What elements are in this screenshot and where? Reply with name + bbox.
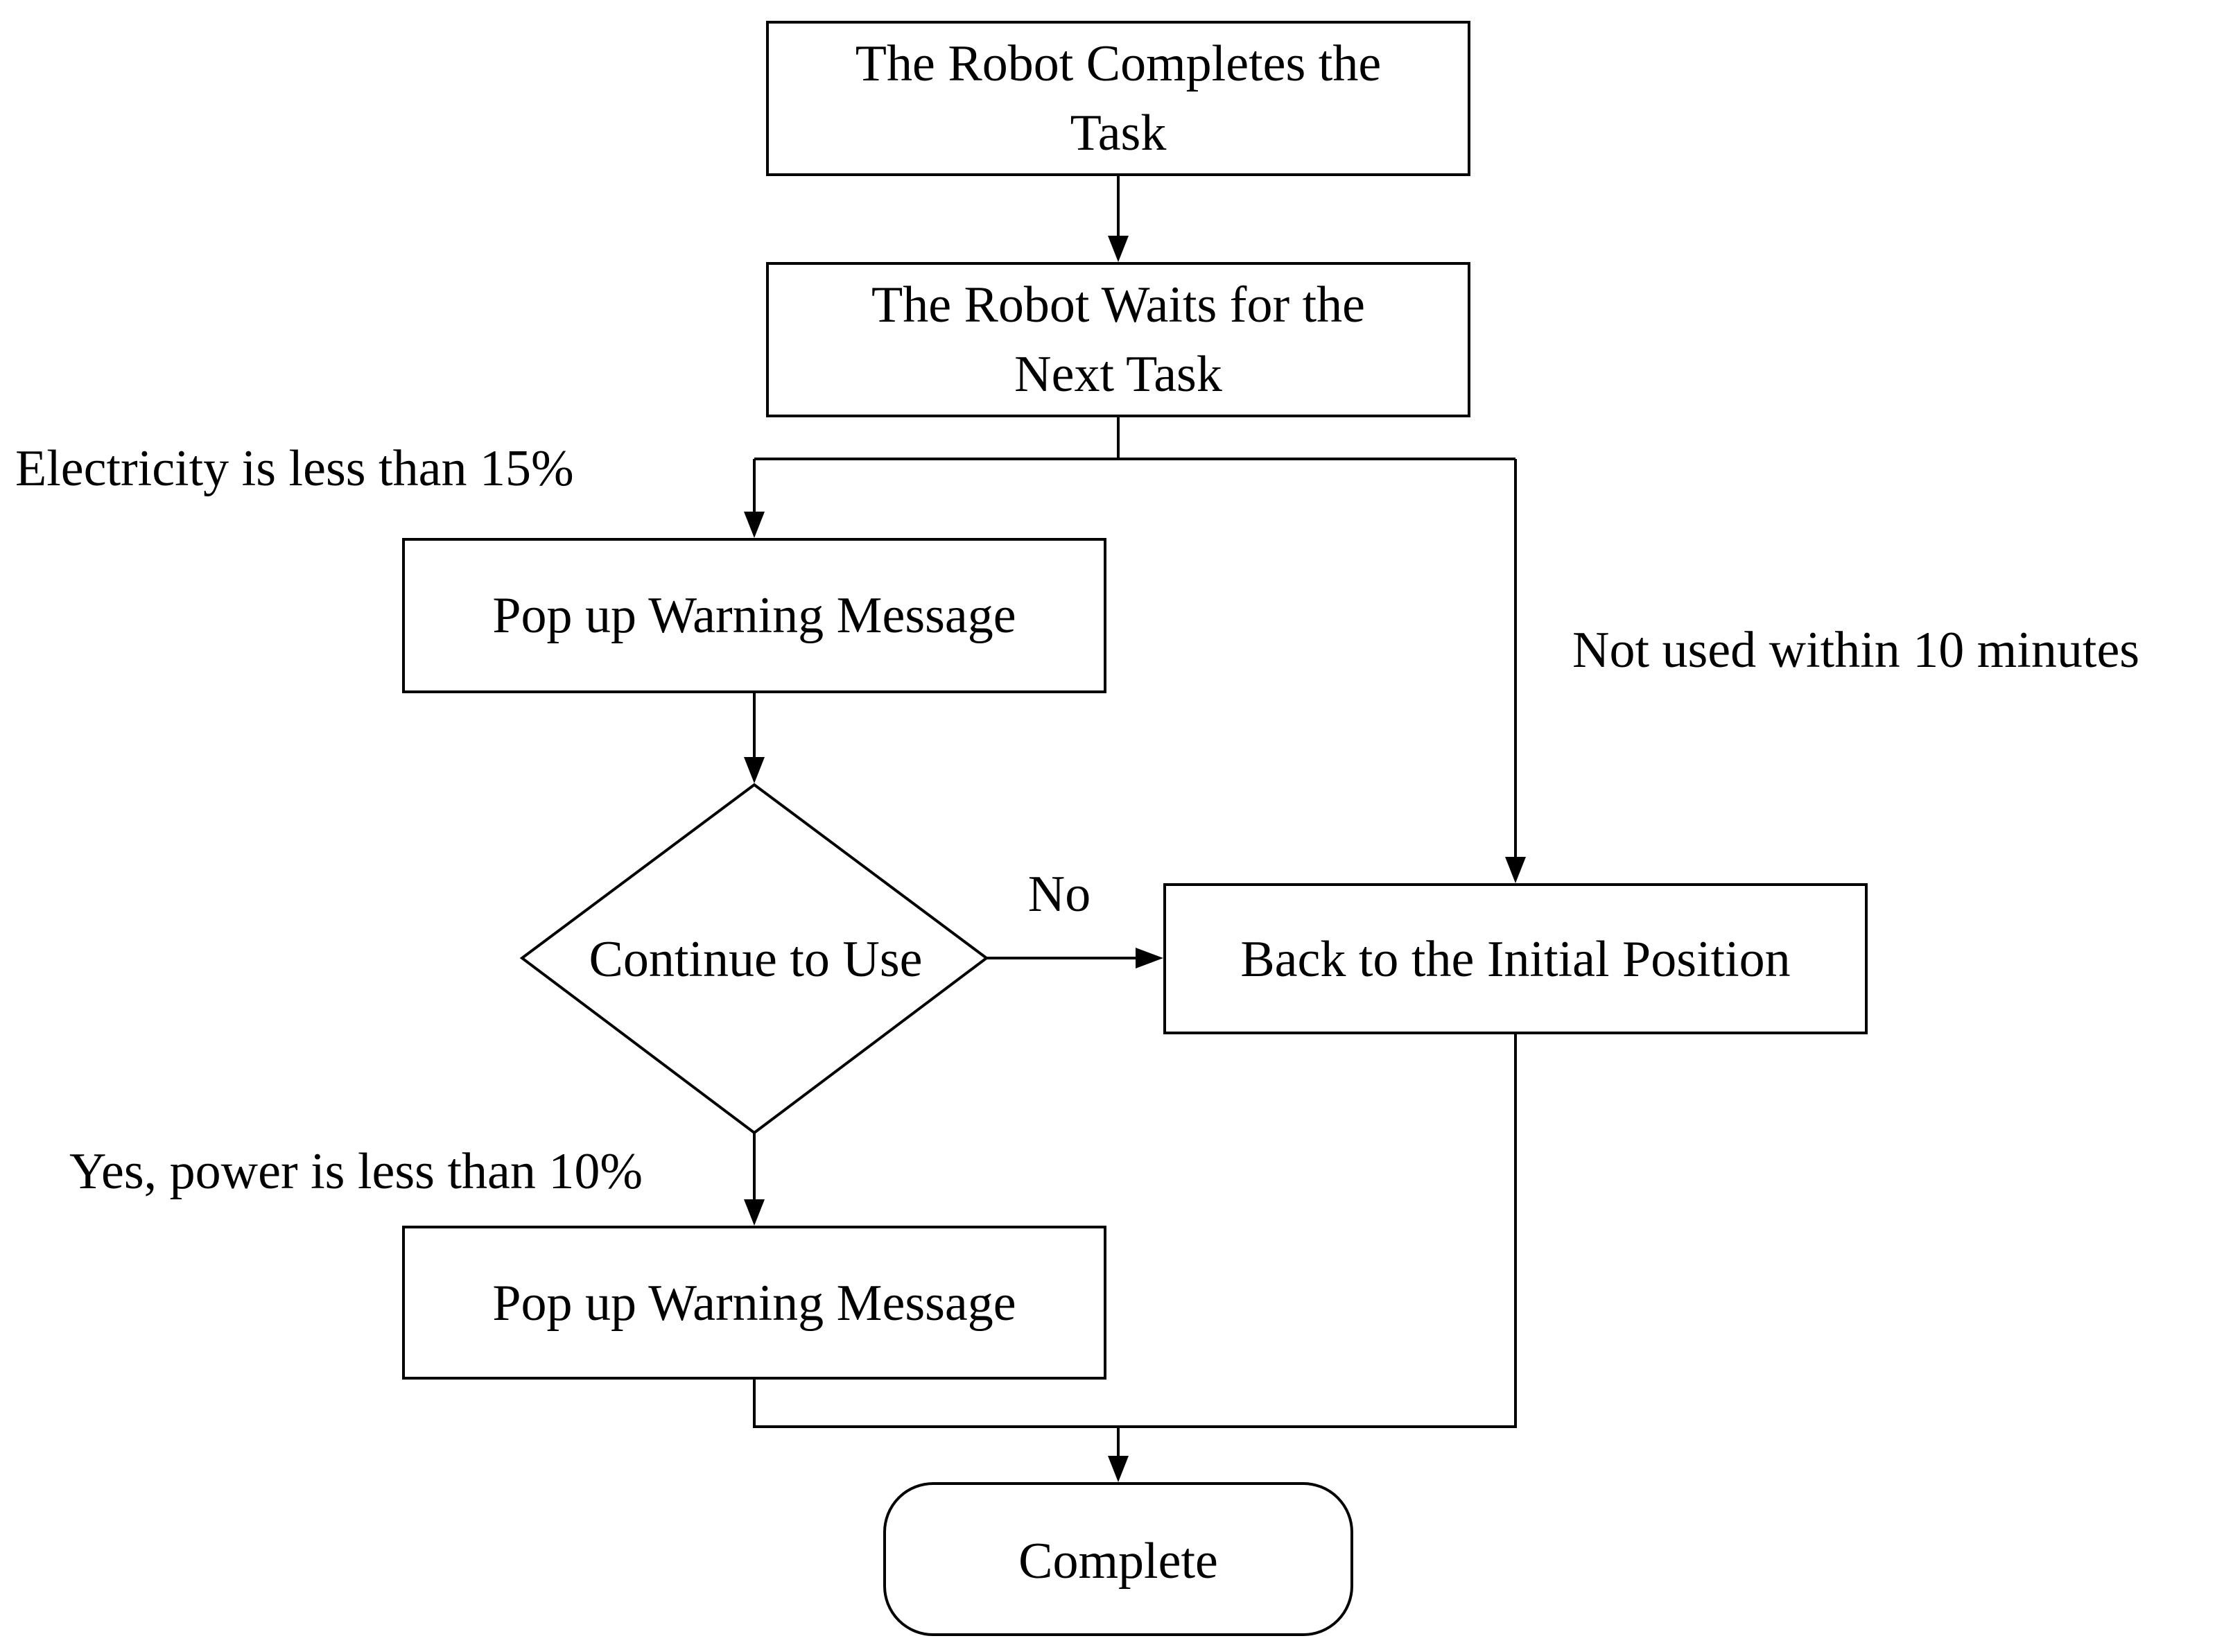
terminal-box [883, 1482, 1353, 1636]
node-waits-next-task: The Robot Waits for the Next Task [766, 262, 1470, 417]
node-label: Back to the Initial Position [1240, 931, 1790, 988]
edge-label-electricity: Electricity is less than 15% [15, 440, 574, 497]
node-label-line-1: The Robot Completes the [855, 35, 1381, 92]
process-box [1163, 883, 1868, 1034]
decision-diamond [519, 783, 989, 1135]
arrowhead [1505, 857, 1526, 883]
process-box [766, 21, 1470, 176]
process-box [766, 262, 1470, 417]
edge-wait-split [754, 416, 1515, 460]
arrowhead [744, 757, 765, 783]
node-completes-task: The Robot Completes the Task [766, 21, 1470, 176]
node-label-line-2: Next Task [1014, 346, 1222, 403]
node-warning-1: Pop up Warning Message [402, 538, 1106, 693]
edge-label-yes: Yes, power is less than 10% [69, 1143, 643, 1200]
edge-label-no: No [1028, 866, 1091, 923]
connectors [744, 175, 1526, 1482]
arrowhead [1108, 236, 1129, 262]
node-label-line-1: The Robot Waits for the [871, 277, 1365, 333]
node-continue-decision: Continue to Use [519, 783, 989, 1135]
node-label: Pop up Warning Message [492, 1275, 1016, 1332]
arrowhead [1136, 948, 1163, 968]
arrowhead [744, 1199, 765, 1226]
node-back-initial: Back to the Initial Position [1163, 883, 1868, 1034]
process-box [402, 538, 1106, 693]
node-warning-2: Pop up Warning Message [402, 1226, 1106, 1380]
edge-label-not-used: Not used within 10 minutes [1572, 622, 2139, 679]
arrowhead [1108, 1456, 1129, 1482]
node-label: Pop up Warning Message [492, 587, 1016, 644]
node-label: Continue to Use [589, 931, 923, 988]
arrowhead [744, 512, 765, 538]
node-label: Complete [1018, 1533, 1218, 1590]
node-label-line-2: Task [1070, 105, 1167, 162]
node-complete: Complete [883, 1482, 1353, 1636]
process-box [402, 1226, 1106, 1380]
edge-merge [753, 1033, 1517, 1428]
